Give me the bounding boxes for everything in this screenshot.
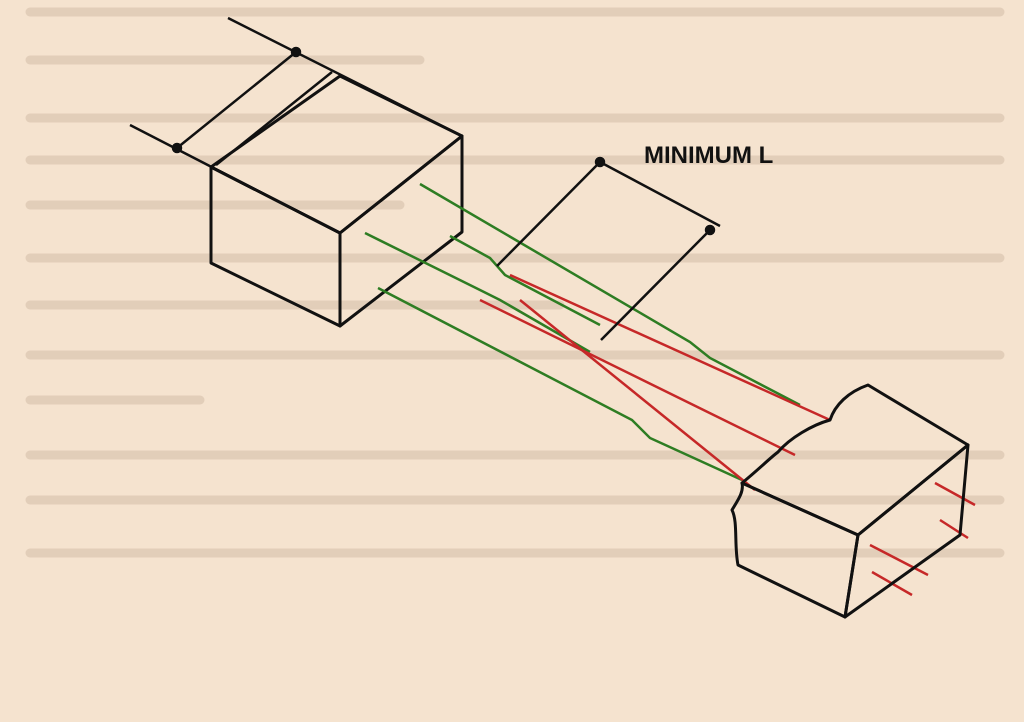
- red-bar-5: [869, 543, 929, 577]
- minimum-l-dimension: [496, 156, 721, 341]
- left-extension-lines: [129, 16, 463, 235]
- red-bars: [479, 273, 976, 597]
- green-bar-4: [449, 234, 601, 327]
- green-bar-3: [377, 286, 743, 482]
- right-block-side-face: [843, 443, 970, 619]
- right-block-top-face: [740, 383, 970, 537]
- minimum-l-label: MINIMUM L: [644, 142, 773, 169]
- paper-bleed-through: [25, 7, 1005, 558]
- red-bar-2: [479, 298, 796, 457]
- red-bar-1: [509, 273, 831, 422]
- red-bar-3: [519, 299, 756, 491]
- green-bar-2: [364, 231, 591, 354]
- green-bars: [364, 182, 801, 482]
- red-bar-7: [939, 518, 969, 540]
- right-block-front-face: [730, 481, 860, 619]
- green-bar-1: [419, 182, 801, 407]
- right-block: [730, 383, 970, 619]
- left-block-side-face: [338, 134, 464, 328]
- red-bar-4: [934, 481, 976, 507]
